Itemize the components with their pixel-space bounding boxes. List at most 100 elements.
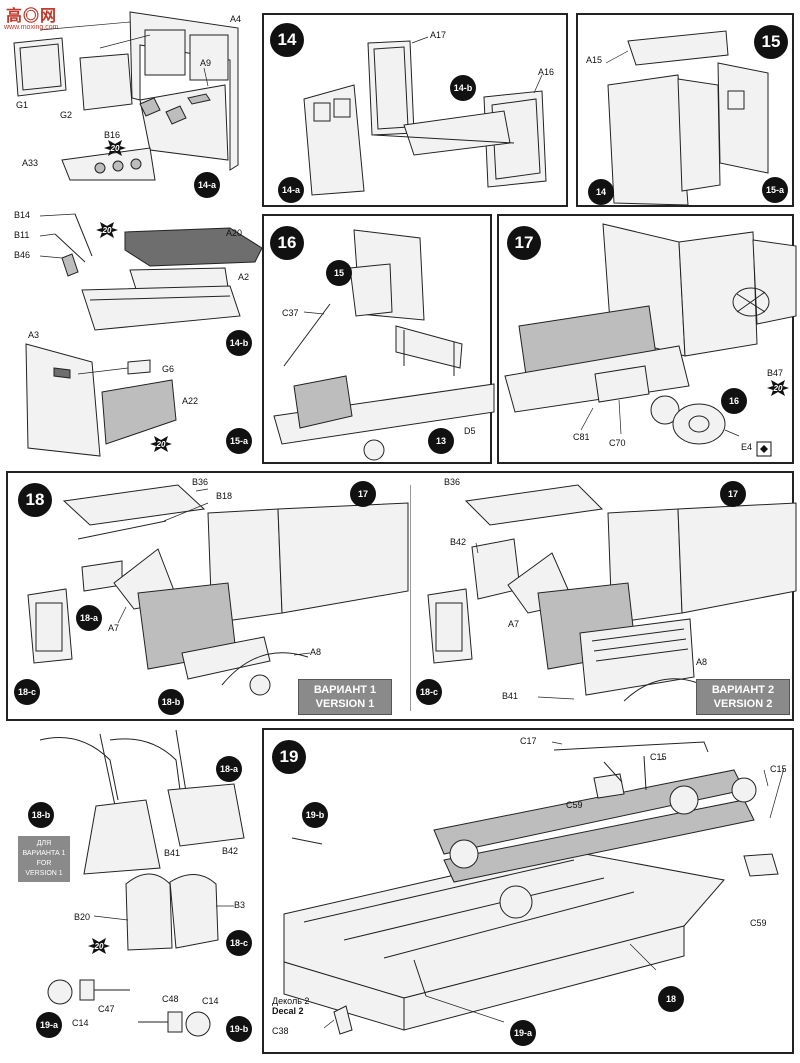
label-B20: B20 — [74, 912, 91, 922]
callout-19b: 19-b — [226, 1016, 252, 1042]
step-18-number: 18 — [18, 483, 52, 517]
paint-star-icon: 20 — [150, 436, 172, 452]
callout-18a: 18-a — [216, 756, 242, 782]
step-15-drawing — [605, 30, 769, 206]
version-1-badge: ВАРИАНТ 1 VERSION 1 — [298, 679, 392, 715]
step-19-panel: 19 C17 C15 C15 C59 C59 19-b 18 Деколь — [262, 728, 794, 1054]
label-A17: A17 — [430, 30, 447, 40]
version-divider — [410, 485, 411, 711]
label-A15: A15 — [586, 55, 603, 65]
watermark-logo: 高◎网 www.moxing.com — [2, 2, 72, 34]
step-17-drawing — [504, 223, 797, 445]
version-1-en: VERSION 1 — [315, 698, 375, 710]
label-A22: A22 — [182, 396, 199, 406]
paint-star-icon: 20 — [96, 222, 118, 238]
label-B36: B36 — [444, 477, 461, 487]
label-C81: C81 — [573, 432, 590, 442]
step-14-number: 14 — [270, 23, 304, 57]
label-C47: C47 — [98, 1004, 115, 1014]
watermark-title: 高◎网 — [6, 8, 58, 25]
label-G6: G6 — [162, 364, 175, 374]
version-2-en: VERSION 2 — [713, 698, 773, 710]
label-C48: C48 — [162, 994, 179, 1004]
label-B18: B18 — [216, 491, 233, 501]
callout-18b: 18-b — [158, 689, 184, 715]
label-A9: A9 — [200, 58, 212, 68]
step-18-version1-drawing — [27, 484, 409, 696]
callout-18: 18 — [658, 986, 684, 1012]
step-19-drawing — [283, 741, 785, 1035]
label-G2: G2 — [60, 110, 73, 120]
label-B42: B42 — [450, 537, 467, 547]
callout-17: 17 — [350, 481, 376, 507]
label-B3: B3 — [234, 900, 246, 910]
label-A2: A2 — [238, 272, 250, 282]
label-C17: C17 — [520, 736, 537, 746]
version-1-ru: ВАРИАНТ 1 — [313, 684, 377, 696]
label-A8: A8 — [696, 657, 708, 667]
version-2-badge: ВАРИАНТ 2 VERSION 2 — [696, 679, 790, 715]
label-B41: B41 — [502, 691, 519, 701]
callout-14b: 14-b — [226, 330, 252, 356]
callout-17: 17 — [720, 481, 746, 507]
label-B14: B14 — [14, 210, 31, 220]
paint-star-icon: 20 — [88, 938, 110, 954]
callout-14a: 14-a — [194, 172, 220, 198]
label-E4: E4 — [741, 442, 753, 452]
label-A8: A8 — [310, 647, 322, 657]
label-A20: A20 — [226, 228, 243, 238]
callout-18c: 18-c — [416, 679, 442, 705]
callout-14b: 14-b — [450, 75, 476, 101]
callout-19a: 19-a — [510, 1020, 536, 1046]
step-18-version2-drawing — [427, 484, 797, 702]
decal-label-ru: Деколь 2 — [272, 996, 310, 1006]
callout-14: 14 — [588, 179, 614, 205]
paint-star-icon: 20 — [767, 380, 789, 396]
callout-15a: 15-a — [762, 177, 788, 203]
step-15-number: 15 — [754, 25, 788, 59]
step-17-panel: 17 B47 16 C81 C70 E4 20 — [497, 214, 797, 464]
callout-15a: 15-a — [226, 428, 252, 454]
label-C37: C37 — [282, 308, 299, 318]
label-B47: B47 — [767, 368, 784, 378]
callout-15: 15 — [326, 260, 352, 286]
callout-18b: 18-b — [28, 802, 54, 828]
label-A16: A16 — [538, 67, 555, 77]
callout-14a: 14-a — [278, 177, 304, 203]
label-C38: C38 — [272, 1026, 289, 1036]
watermark-url: www.moxing.com — [4, 24, 59, 31]
label-C15: C15 — [770, 764, 787, 774]
label-B16: B16 — [104, 130, 121, 140]
step-16-drawing — [273, 229, 495, 461]
paint-star-icon: 20 — [104, 140, 126, 156]
label-A4: A4 — [230, 14, 242, 24]
label-B11: B11 — [14, 230, 30, 240]
decal-marker-icon — [756, 441, 772, 457]
callout-16: 16 — [721, 388, 747, 414]
step-15-panel: 15 A15 14 15-a — [576, 13, 794, 207]
label-B36: B36 — [192, 477, 209, 487]
step-14-panel: 14 A17 A16 14-b 14-a — [262, 13, 568, 207]
step-18-panel: 18 B36 B18 17 18-a A7 18-c 18-b A8 ВАРИА… — [6, 471, 797, 721]
callout-18c: 18-c — [14, 679, 40, 705]
label-B42: B42 — [222, 846, 239, 856]
callout-18a: 18-a — [76, 605, 102, 631]
label-A3: A3 — [28, 330, 40, 340]
step-16-panel: 16 C37 D5 15 13 — [262, 214, 495, 464]
label-A7: A7 — [508, 619, 520, 629]
label-C15: C15 — [650, 752, 667, 762]
step-16-number: 16 — [270, 226, 304, 260]
step-19-number: 19 — [272, 740, 306, 774]
decal-label-en: Decal 2 — [272, 1006, 304, 1016]
label-C14: C14 — [202, 996, 219, 1006]
version-2-ru: ВАРИАНТ 2 — [711, 684, 775, 696]
label-A7: A7 — [108, 623, 120, 633]
label-D5: D5 — [464, 426, 476, 436]
callout-19a: 19-a — [36, 1012, 62, 1038]
callout-19b: 19-b — [302, 802, 328, 828]
label-C59: C59 — [750, 918, 767, 928]
label-C59: C59 — [566, 800, 583, 810]
